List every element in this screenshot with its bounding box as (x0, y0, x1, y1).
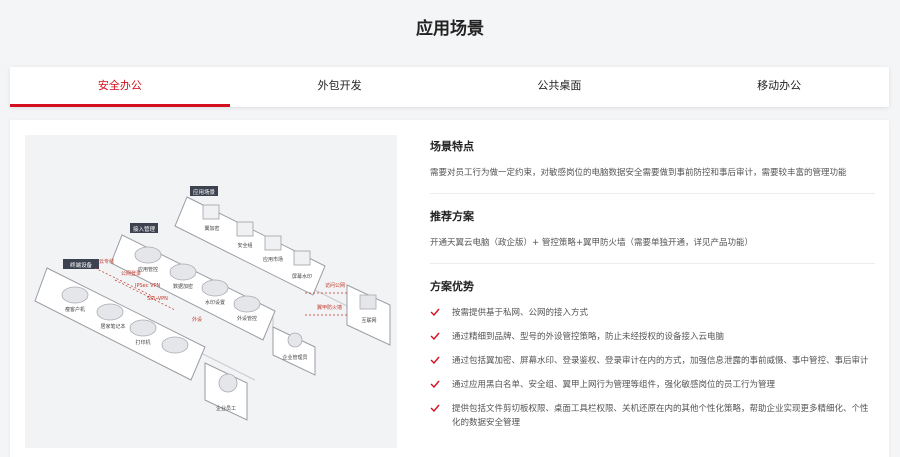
advantages-title: 方案优势 (430, 280, 474, 293)
tab-public-desktop[interactable]: 公共桌面 (537, 79, 582, 92)
app-market-monitor-icon (264, 235, 282, 251)
device-label-printer: 打印机 (135, 339, 150, 346)
access-label-watermark: 水印设置 (205, 299, 225, 306)
employee-label: 企业员工 (216, 405, 236, 412)
check-icon (430, 332, 440, 341)
screen-watermark-monitor-icon (293, 250, 311, 266)
group-terminal-label: 终端设备 (70, 261, 93, 269)
laptop-icon (96, 303, 124, 321)
advantage-text: 通过包括翼加密、屏幕水印、登录鉴权、登录审计在内的方式，加强信息泄露的事前威慑、… (452, 356, 869, 366)
check-icon (430, 308, 440, 317)
device-icon (161, 336, 189, 354)
tab-secure-office[interactable]: 安全办公 (10, 67, 230, 107)
list-item: 提供包括文件剪切板权限、桌面工具栏权限、关机还原在内的其他个性化策略，帮助企业实… (430, 402, 875, 430)
tab-outsourced-dev[interactable]: 外包开发 (317, 79, 362, 92)
list-item: 通过应用黑白名单、安全组、翼甲上网行为管理等组件，强化敏感岗位的员工行为管理 (430, 378, 875, 392)
link-label-ipsec-vpn: IPSec VPN (135, 283, 161, 289)
link-label-public-access: 访问公网 (325, 282, 345, 289)
advantage-text: 提供包括文件剪切板权限、桌面工具栏权限、关机还原在内的其他个性化策略，帮助企业实… (452, 404, 869, 428)
peripheral-control-icon (233, 295, 261, 313)
advantages-list: 按需提供基于私网、公网的接入方式 通过精细到品牌、型号的外设管控策略，防止未经授… (430, 306, 875, 430)
check-icon (430, 356, 440, 365)
divider (430, 263, 875, 264)
link-label-peripheral: 外设 (192, 316, 202, 323)
internet-label: 互联网 (361, 317, 376, 324)
app-label-encryption: 翼加密 (204, 225, 219, 232)
group-app-label: 应用场景 (193, 188, 216, 196)
link-label-public-login: 公网登录 (121, 270, 141, 277)
data-encryption-icon (169, 263, 197, 281)
advantage-text: 按需提供基于私网、公网的接入方式 (452, 308, 589, 318)
printer-icon (129, 319, 157, 337)
thin-client-icon (61, 286, 89, 304)
tab-mobile-office[interactable]: 移动办公 (757, 79, 802, 92)
solution-title: 推荐方案 (430, 210, 474, 223)
app-label-screen-watermark: 屏幕水印 (292, 273, 312, 280)
advantage-text: 通过应用黑白名单、安全组、翼甲上网行为管理等组件，强化敏感岗位的员工行为管理 (452, 380, 776, 390)
access-label-peripheral: 外设管控 (237, 315, 257, 322)
encryption-monitor-icon (202, 204, 220, 220)
divider (430, 193, 875, 194)
link-label-private-line: 云专线 (99, 258, 114, 265)
scene-text: 需要对员工行为做一定约束，对敏感岗位的电脑数据安全需要做到事前防控和事后审计，需… (430, 168, 847, 178)
architecture-diagram: 终端设备 接入管理 应用场景 瘦客户机 居家笔记本 打印机 (25, 135, 397, 448)
scenario-panel: 终端设备 接入管理 应用场景 瘦客户机 居家笔记本 打印机 (10, 120, 889, 457)
employee-icon (218, 373, 238, 393)
list-item: 按需提供基于私网、公网的接入方式 (430, 306, 875, 320)
access-label-encryption: 数据加密 (173, 283, 193, 290)
advantage-text: 通过精细到品牌、型号的外设管控策略，防止未经授权的设备接入云电脑 (452, 332, 725, 342)
access-label-app-control: 应用管控 (138, 266, 158, 273)
watermark-icon (201, 279, 229, 297)
page-title: 应用场景 (416, 19, 484, 39)
scenario-details: 场景特点 需要对员工行为做一定约束，对敏感岗位的电脑数据安全需要做到事前防控和事… (430, 138, 875, 440)
check-icon (430, 404, 440, 413)
scenario-tabs: 安全办公 外包开发 公共桌面 移动办公 (10, 67, 889, 107)
list-item: 通过精细到品牌、型号的外设管控策略，防止未经授权的设备接入云电脑 (430, 330, 875, 344)
security-group-monitor-icon (236, 221, 254, 237)
solution-text: 开通天翼云电脑（政企版）+ 管控策略+翼甲防火墙（需要单独开通，详见产品功能） (430, 238, 753, 248)
device-label-thin-client: 瘦客户机 (65, 306, 85, 313)
list-item: 通过包括翼加密、屏幕水印、登录鉴权、登录审计在内的方式，加强信息泄露的事前威慑、… (430, 354, 875, 368)
enterprise-manager-icon (287, 332, 303, 348)
internet-icon (359, 294, 377, 310)
enterprise-manager-label: 企业管理员 (282, 354, 307, 361)
link-label-firewall: 翼甲防火墙 (317, 304, 342, 311)
architecture-diagram-svg: 终端设备 接入管理 应用场景 瘦客户机 居家笔记本 打印机 (34, 186, 391, 421)
app-label-app-market: 应用市场 (263, 256, 283, 263)
scene-title: 场景特点 (430, 140, 474, 153)
app-control-icon (134, 246, 162, 264)
app-label-security-group: 安全组 (237, 242, 252, 249)
check-icon (430, 380, 440, 389)
device-label-laptop: 居家笔记本 (100, 323, 125, 330)
internet-box (346, 284, 391, 346)
group-access-label: 接入管理 (133, 225, 156, 233)
